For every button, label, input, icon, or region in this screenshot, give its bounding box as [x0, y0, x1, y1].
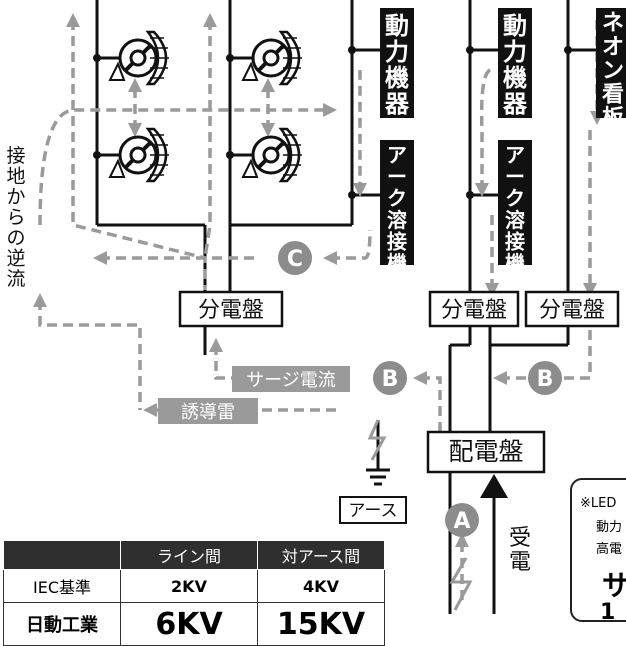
table-cell: 2KV [120, 569, 258, 603]
svg-text:アーク溶接機: アーク溶接機 [387, 143, 407, 275]
note-line: 1 [600, 600, 616, 622]
surge-current-label: サージ電流 [232, 366, 350, 392]
table-cell: 15KV [257, 602, 385, 646]
lightning-bolt-icon [367, 419, 387, 461]
svg-text:誘導雷: 誘導雷 [181, 402, 235, 423]
surge-diagram: 動力機器 アーク溶接機 動力機器 アーク溶接機 ネオン看板 接地からの逆流 分電… [6, 0, 626, 614]
svg-text:動力機器: 動力機器 [502, 12, 528, 118]
earth-label: アース [339, 496, 407, 524]
table-cell: 6KV [120, 602, 258, 646]
light-fixture-3 [241, 30, 304, 86]
svg-text:サージ電流: サージ電流 [246, 370, 336, 391]
table-cell: 日動工業 [3, 602, 121, 646]
note-line: ※LED [580, 496, 617, 511]
induced-lightning-label: 誘導雷 [158, 398, 258, 424]
sub-panel-2: 分電盤 [428, 290, 520, 328]
table-header [3, 540, 121, 570]
note-line: サ [602, 564, 626, 604]
marker-b-left: B [373, 361, 407, 395]
table-header: 対アース間 [257, 540, 385, 570]
note-line: 高電 [596, 542, 623, 557]
label-arc-welder-1: アーク溶接機 [380, 140, 414, 275]
reverse-ground-label: 接地からの逆流 [6, 145, 25, 290]
power-receiving-label: 受電 [509, 526, 531, 575]
lightning-bolt-icon [449, 557, 473, 611]
svg-text:分電盤: 分電盤 [198, 298, 264, 323]
label-neon-sign: ネオン看板 [596, 8, 626, 131]
power-in-arrow-icon [480, 474, 508, 498]
marker-b-right: B [528, 361, 562, 395]
svg-text:動力機器: 動力機器 [384, 12, 410, 118]
table-row: 日動工業 6KV 15KV [3, 602, 385, 646]
svg-text:アーク溶接機: アーク溶接機 [505, 143, 525, 275]
note-box: ※LED 動力 高電 サ 1 [570, 478, 626, 622]
note-line: 動力 [596, 520, 623, 535]
svg-text:アース: アース [348, 501, 397, 521]
svg-text:B: B [537, 367, 554, 392]
svg-text:分電盤: 分電盤 [441, 298, 507, 323]
svg-text:ネオン看板: ネオン看板 [602, 11, 625, 131]
table-cell: IEC基準 [3, 569, 121, 603]
sub-panel-1: 分電盤 [178, 290, 284, 328]
table-header-row: ライン間 対アース間 [3, 540, 385, 570]
light-fixture-1 [108, 30, 171, 86]
table-cell: 4KV [257, 569, 385, 603]
svg-text:分電盤: 分電盤 [539, 298, 605, 323]
svg-text:配電盤: 配電盤 [448, 437, 523, 466]
surge-paths [33, 12, 604, 600]
marker-c: C [278, 241, 312, 275]
svg-text:A: A [453, 509, 470, 534]
svg-text:B: B [382, 367, 399, 392]
marker-a: A [445, 503, 479, 537]
svg-text:C: C [287, 247, 303, 272]
light-fixture-4 [241, 127, 304, 183]
sub-panel-3: 分電盤 [524, 290, 620, 328]
main-panel: 配電盤 [426, 430, 546, 474]
label-power-equipment-2: 動力機器 [498, 8, 532, 118]
table-header: ライン間 [120, 540, 258, 570]
table-row: IEC基準 2KV 4KV [3, 569, 385, 603]
light-fixture-2 [108, 127, 171, 183]
label-arc-welder-2: アーク溶接機 [498, 140, 532, 275]
label-power-equipment-1: 動力機器 [380, 8, 414, 118]
spec-table: ライン間 対アース間 IEC基準 2KV 4KV 日動工業 6KV 15KV [3, 540, 385, 646]
